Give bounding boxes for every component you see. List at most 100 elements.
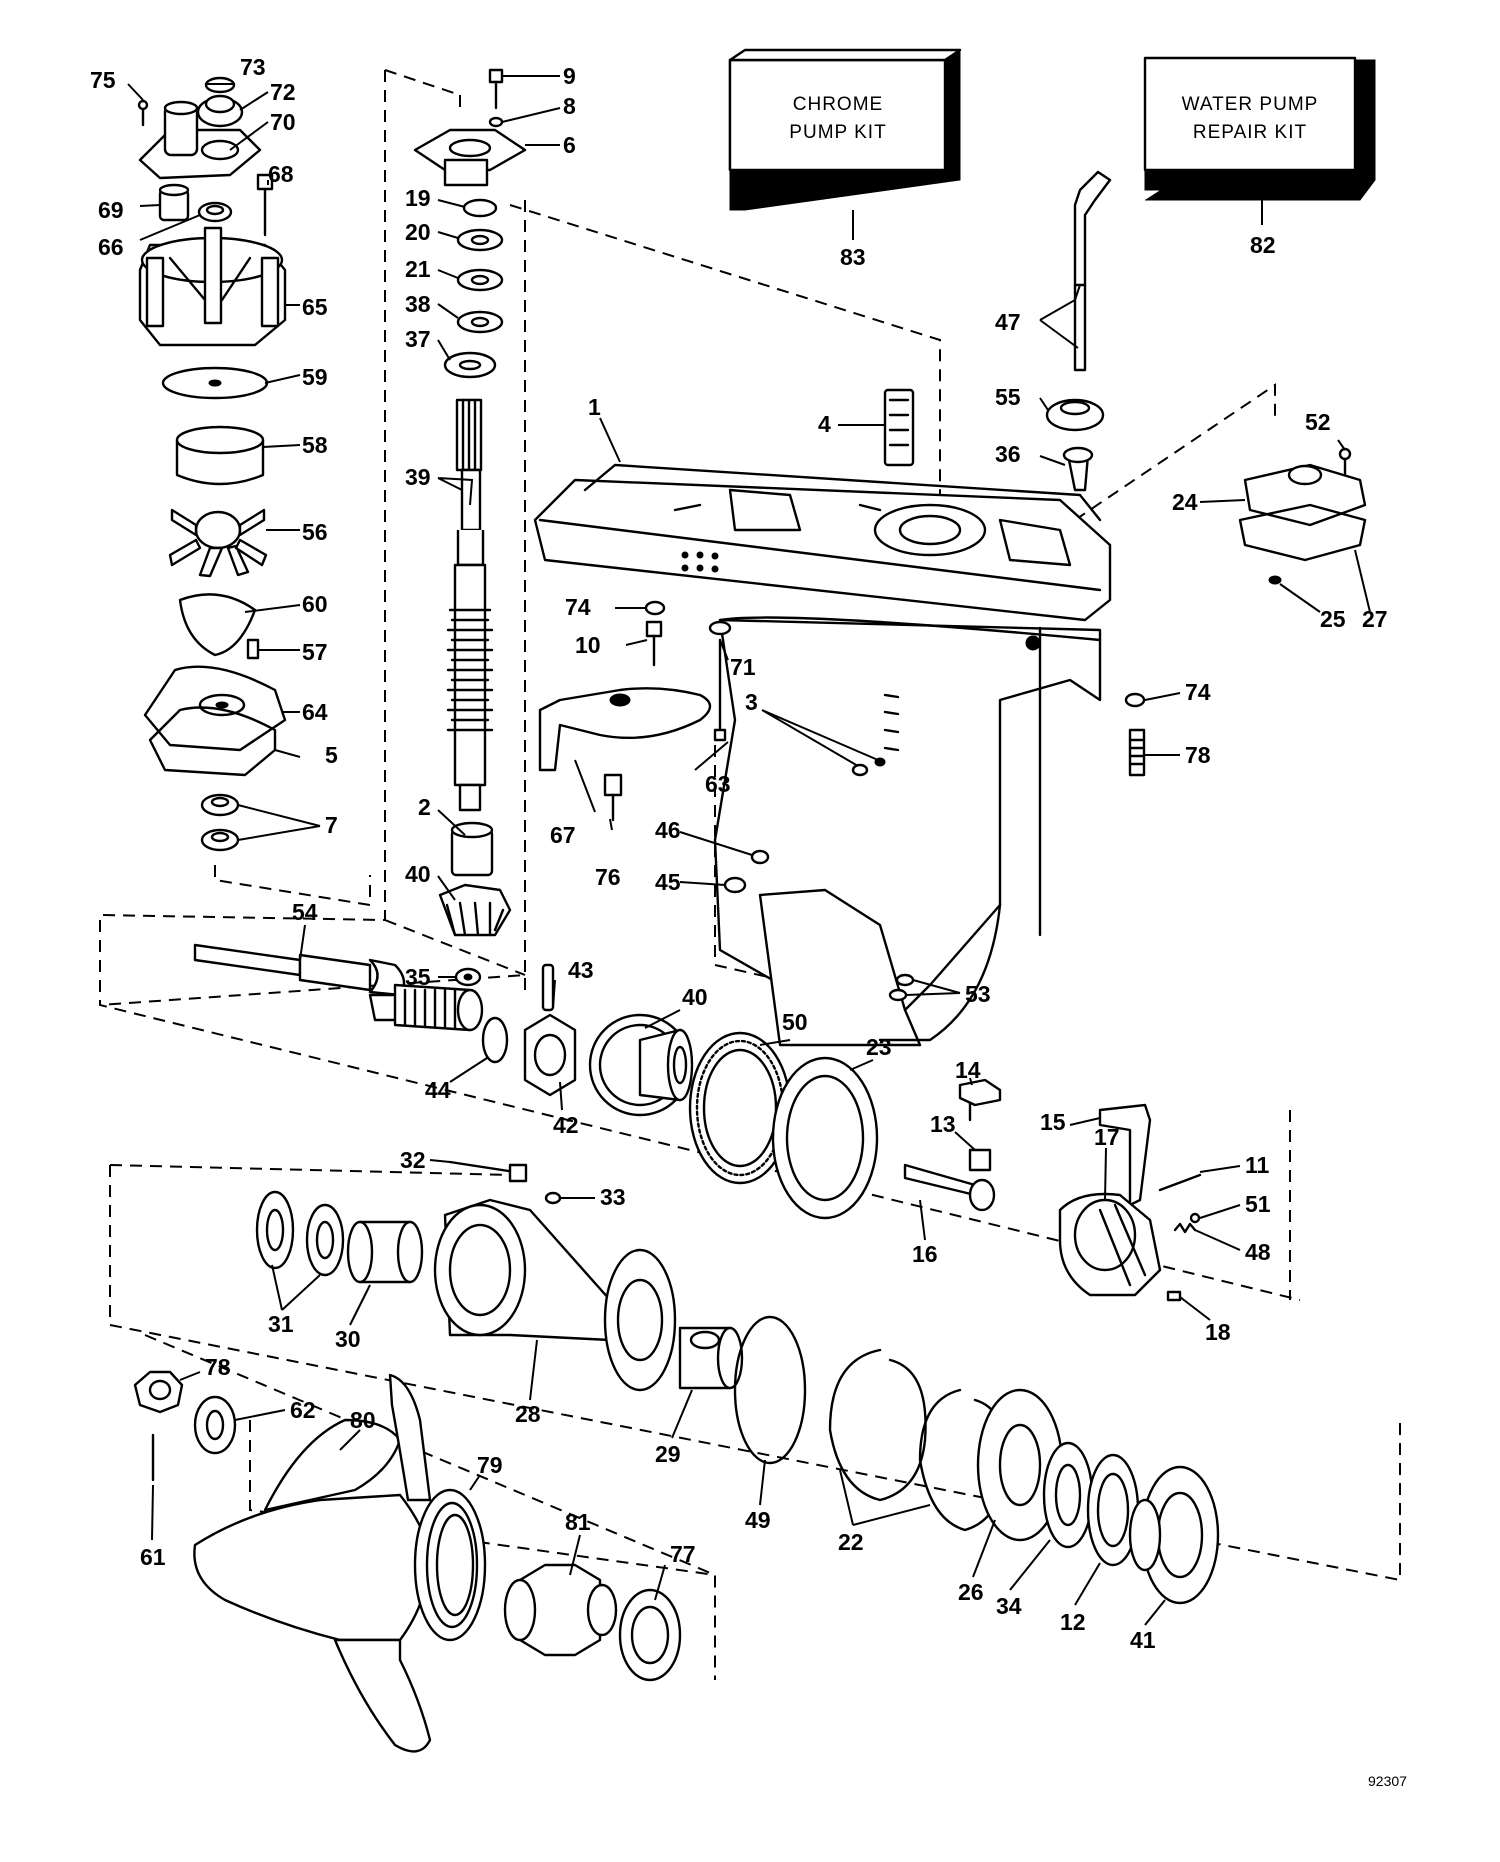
callout-47: 47 [995, 309, 1021, 335]
callout-83: 83 [840, 244, 866, 270]
callout-33: 33 [600, 1184, 626, 1210]
callout-44: 44 [425, 1077, 451, 1103]
callout-10: 10 [575, 632, 601, 658]
callout-56: 56 [302, 519, 328, 545]
callout-76: 76 [595, 864, 621, 890]
callout-40a: 40 [405, 861, 431, 887]
callout-22: 22 [838, 1529, 864, 1555]
callout-19: 19 [405, 185, 431, 211]
callout-30: 30 [335, 1326, 361, 1352]
callout-78b: 78 [205, 1354, 231, 1380]
callout-69: 69 [98, 197, 124, 223]
callout-2: 2 [418, 794, 431, 820]
callout-39: 39 [405, 464, 431, 490]
callout-43: 43 [568, 957, 594, 983]
callout-53: 53 [965, 981, 991, 1007]
callout-64: 64 [302, 699, 328, 725]
callout-9: 9 [563, 63, 576, 89]
callout-82: 82 [1250, 232, 1276, 258]
callout-79: 79 [477, 1452, 503, 1478]
chrome-kit-label-line2: PUMP KIT [789, 122, 886, 143]
callout-62: 62 [290, 1397, 316, 1423]
gearcase-fasteners [538, 600, 1146, 1002]
callout-3: 3 [745, 689, 758, 715]
callout-12: 12 [1060, 1609, 1086, 1635]
callout-54: 54 [292, 899, 318, 925]
water-pump-repair-kit-box: WATER PUMP REPAIR KIT [1143, 56, 1376, 201]
callout-67: 67 [550, 822, 576, 848]
callout-32: 32 [400, 1147, 426, 1173]
shift-rod-parts [883, 170, 1367, 585]
callout-68: 68 [268, 161, 294, 187]
callout-14: 14 [955, 1057, 981, 1083]
drawing-reference-number: 92307 [1368, 1773, 1407, 1789]
callout-40b: 40 [682, 984, 708, 1010]
callout-17: 17 [1094, 1124, 1120, 1150]
callout-51: 51 [1245, 1191, 1271, 1217]
chrome-pump-kit-box: CHROME PUMP KIT [728, 48, 962, 211]
callout-21: 21 [405, 256, 431, 282]
callout-18: 18 [1205, 1319, 1231, 1345]
callout-55: 55 [995, 384, 1021, 410]
callout-74b: 74 [1185, 679, 1211, 705]
callout-8: 8 [563, 93, 576, 119]
callout-36: 36 [995, 441, 1021, 467]
callout-numbers: 75 73 72 70 69 66 68 65 59 58 56 60 57 6… [90, 54, 1388, 1653]
callout-42: 42 [553, 1112, 579, 1138]
callout-5: 5 [325, 742, 338, 768]
callout-20: 20 [405, 219, 431, 245]
callout-52: 52 [1305, 409, 1331, 435]
callout-24: 24 [1172, 489, 1198, 515]
propeller-shaft-parts [193, 943, 879, 1220]
callout-61: 61 [140, 1544, 166, 1570]
callout-25: 25 [1320, 606, 1346, 632]
callout-29: 29 [655, 1441, 681, 1467]
shift-mechanism-parts [903, 1078, 1202, 1302]
callout-66: 66 [98, 234, 124, 260]
callout-28: 28 [515, 1401, 541, 1427]
callout-38: 38 [405, 291, 431, 317]
callout-48: 48 [1245, 1239, 1271, 1265]
callout-26: 26 [958, 1579, 984, 1605]
callout-7: 7 [325, 812, 338, 838]
callout-6: 6 [563, 132, 576, 158]
callout-71: 71 [730, 654, 756, 680]
callout-78a: 78 [1185, 742, 1211, 768]
callout-57: 57 [302, 639, 328, 665]
callout-73: 73 [240, 54, 266, 80]
callout-49: 49 [745, 1507, 771, 1533]
callout-15: 15 [1040, 1109, 1066, 1135]
callout-4: 4 [818, 411, 831, 437]
callout-63: 63 [705, 771, 731, 797]
callout-23: 23 [866, 1034, 892, 1060]
callout-75: 75 [90, 67, 116, 93]
callout-45: 45 [655, 869, 681, 895]
water-kit-label-line2: REPAIR KIT [1193, 122, 1307, 143]
leader-lines [127, 75, 1371, 1626]
callout-58: 58 [302, 432, 328, 458]
callout-59: 59 [302, 364, 328, 390]
callout-65: 65 [302, 294, 328, 320]
callout-27: 27 [1362, 606, 1388, 632]
callout-16: 16 [912, 1241, 938, 1267]
callout-11: 11 [1245, 1152, 1270, 1178]
callout-70: 70 [270, 109, 296, 135]
propeller-parts [133, 1370, 682, 1753]
water-kit-label-line1: WATER PUMP [1182, 94, 1319, 115]
chrome-kit-label-line1: CHROME [793, 94, 883, 115]
callout-60: 60 [302, 591, 328, 617]
water-pump-parts [137, 76, 287, 852]
callout-31: 31 [268, 1311, 294, 1337]
callout-77: 77 [670, 1541, 696, 1567]
gearcase-housing [533, 463, 1112, 1047]
callout-72: 72 [270, 79, 296, 105]
callout-1: 1 [588, 394, 601, 420]
callout-41: 41 [1130, 1627, 1156, 1653]
callout-74a: 74 [565, 594, 591, 620]
drive-shaft-parts [413, 68, 527, 987]
callout-80: 80 [350, 1407, 376, 1433]
callout-46: 46 [655, 817, 681, 843]
bearing-housing-parts [255, 1160, 1220, 1605]
callout-81: 81 [565, 1509, 591, 1535]
